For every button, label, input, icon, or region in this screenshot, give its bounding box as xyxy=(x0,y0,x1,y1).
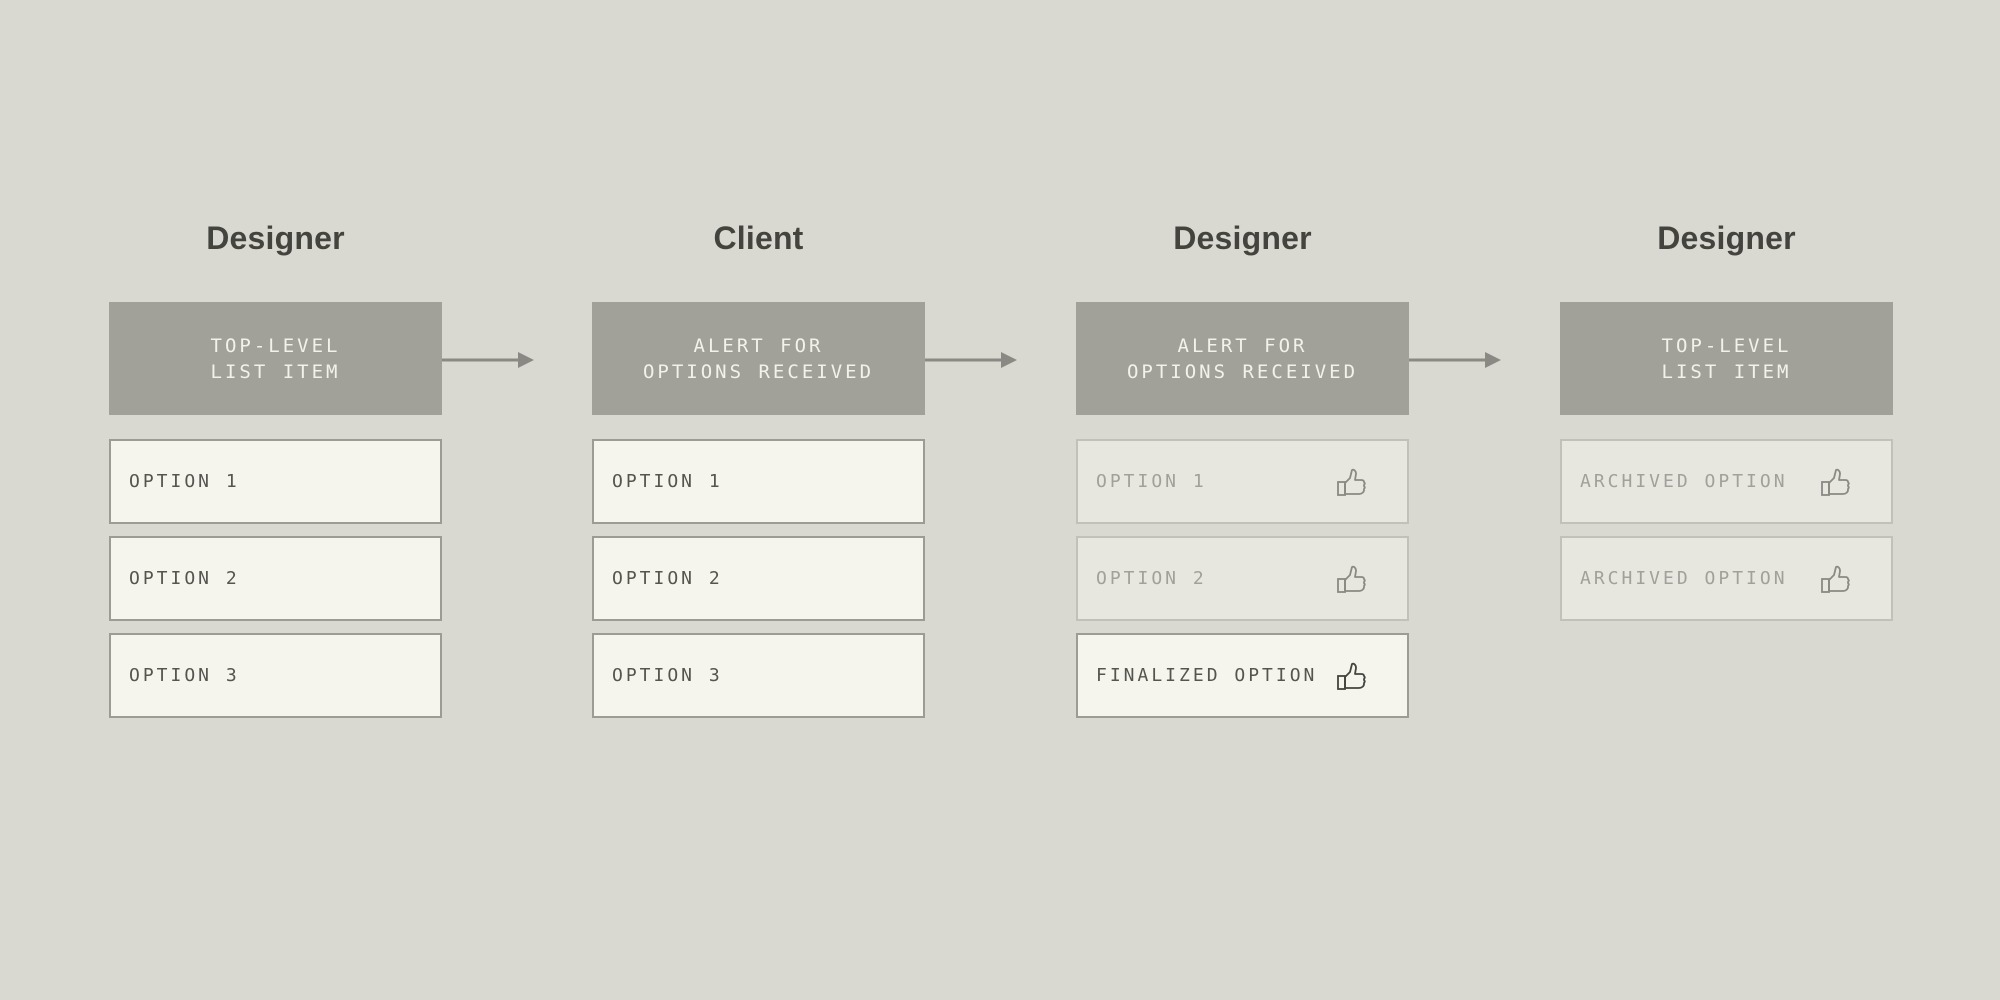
column-heading: Designer xyxy=(1173,220,1312,256)
thumbs-down-icon xyxy=(1821,468,1850,496)
thumbs-down-icon xyxy=(1821,565,1850,593)
option-box: OPTION 1 xyxy=(109,439,442,524)
option-box: FINALIZED OPTION xyxy=(1076,633,1409,718)
option-label: ARCHIVED OPTION xyxy=(1580,568,1788,589)
flow-arrow xyxy=(442,352,534,368)
option-label: OPTION 2 xyxy=(612,568,723,589)
column-heading: Designer xyxy=(206,220,345,256)
thumbs-up-icon xyxy=(1337,662,1366,690)
option-box: OPTION 3 xyxy=(592,633,925,718)
flow-arrow xyxy=(925,352,1017,368)
header-box: TOP-LEVEL LIST ITEM xyxy=(1560,302,1893,415)
thumbs-down-icon xyxy=(1337,565,1366,593)
thumbs-down-icon xyxy=(1337,468,1366,496)
option-box: OPTION 2 xyxy=(109,536,442,621)
option-box: OPTION 2 xyxy=(592,536,925,621)
option-label: OPTION 3 xyxy=(612,665,723,686)
option-box: OPTION 1 xyxy=(1076,439,1409,524)
option-label: OPTION 2 xyxy=(129,568,240,589)
header-box: ALERT FOR OPTIONS RECEIVED xyxy=(1076,302,1409,415)
column-heading: Designer xyxy=(1657,220,1796,256)
option-label: OPTION 1 xyxy=(129,471,240,492)
option-label: FINALIZED OPTION xyxy=(1096,665,1318,686)
header-box: TOP-LEVEL LIST ITEM xyxy=(109,302,442,415)
option-box: ARCHIVED OPTION xyxy=(1560,439,1893,524)
option-label: ARCHIVED OPTION xyxy=(1580,471,1788,492)
flow-arrow xyxy=(1409,352,1501,368)
option-label: OPTION 3 xyxy=(129,665,240,686)
option-box: OPTION 1 xyxy=(592,439,925,524)
option-label: OPTION 2 xyxy=(1096,568,1207,589)
option-box: OPTION 2 xyxy=(1076,536,1409,621)
header-box: ALERT FOR OPTIONS RECEIVED xyxy=(592,302,925,415)
option-box: ARCHIVED OPTION xyxy=(1560,536,1893,621)
option-label: OPTION 1 xyxy=(1096,471,1207,492)
column-heading: Client xyxy=(713,220,804,256)
option-box: OPTION 3 xyxy=(109,633,442,718)
option-label: OPTION 1 xyxy=(612,471,723,492)
